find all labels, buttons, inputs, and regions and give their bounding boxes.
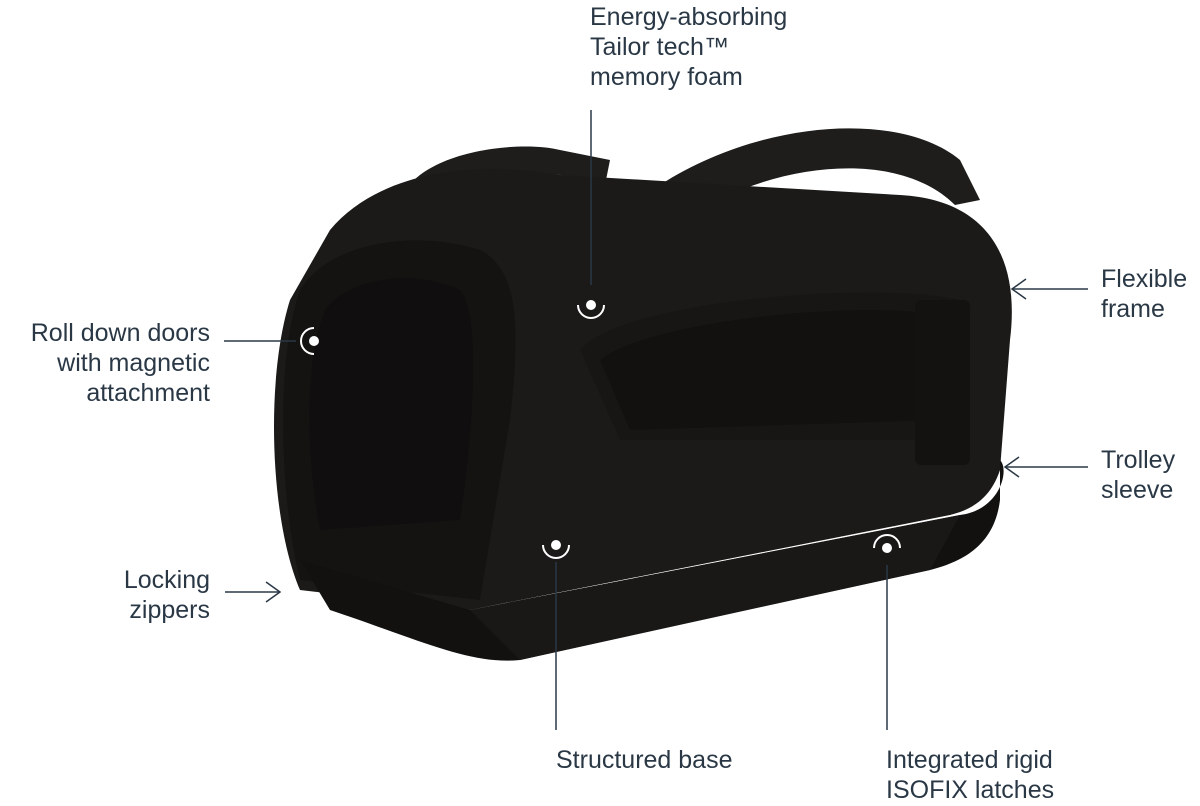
callout-roll-down-doors: Roll down doors with magnetic attachment	[31, 318, 210, 408]
callout-line: Trolley	[1101, 446, 1176, 474]
callout-line: Locking	[123, 566, 210, 594]
base-marker-icon	[542, 540, 570, 559]
callout-line: ISOFIX latches	[886, 776, 1055, 804]
callout-structured-base: Structured base	[556, 745, 733, 775]
callout-memory-foam: Energy-absorbing Tailor tech™ memory foa…	[590, 2, 787, 92]
callout-locking-zippers: Locking zippers	[124, 565, 210, 625]
trolley-arrow-icon	[1003, 456, 1020, 478]
callout-flexible-frame: Flexible frame	[1101, 264, 1187, 324]
callout-line: with magnetic	[57, 349, 210, 377]
callout-trolley-sleeve: Trolley sleeve	[1101, 445, 1175, 505]
callout-line: attachment	[86, 379, 210, 407]
callout-line: zippers	[129, 596, 210, 624]
foam-marker-icon	[577, 300, 605, 319]
isofix-marker-icon	[873, 534, 901, 553]
callout-line: sleeve	[1101, 476, 1174, 504]
callout-line: frame	[1101, 295, 1165, 323]
callout-line: Structured base	[556, 746, 733, 774]
callout-isofix-latches: Integrated rigid ISOFIX latches	[886, 745, 1054, 805]
callout-line: Tailor tech™	[590, 33, 729, 61]
callout-line: Energy-absorbing	[590, 3, 788, 31]
callout-line: memory foam	[590, 63, 743, 91]
zippers-arrow-icon	[265, 581, 282, 603]
callout-line: Flexible	[1101, 265, 1188, 293]
callout-line: Roll down doors	[30, 319, 210, 347]
callout-line: Integrated rigid	[886, 746, 1053, 774]
doors-marker-icon	[300, 327, 319, 355]
frame-arrow-icon	[1010, 278, 1027, 300]
